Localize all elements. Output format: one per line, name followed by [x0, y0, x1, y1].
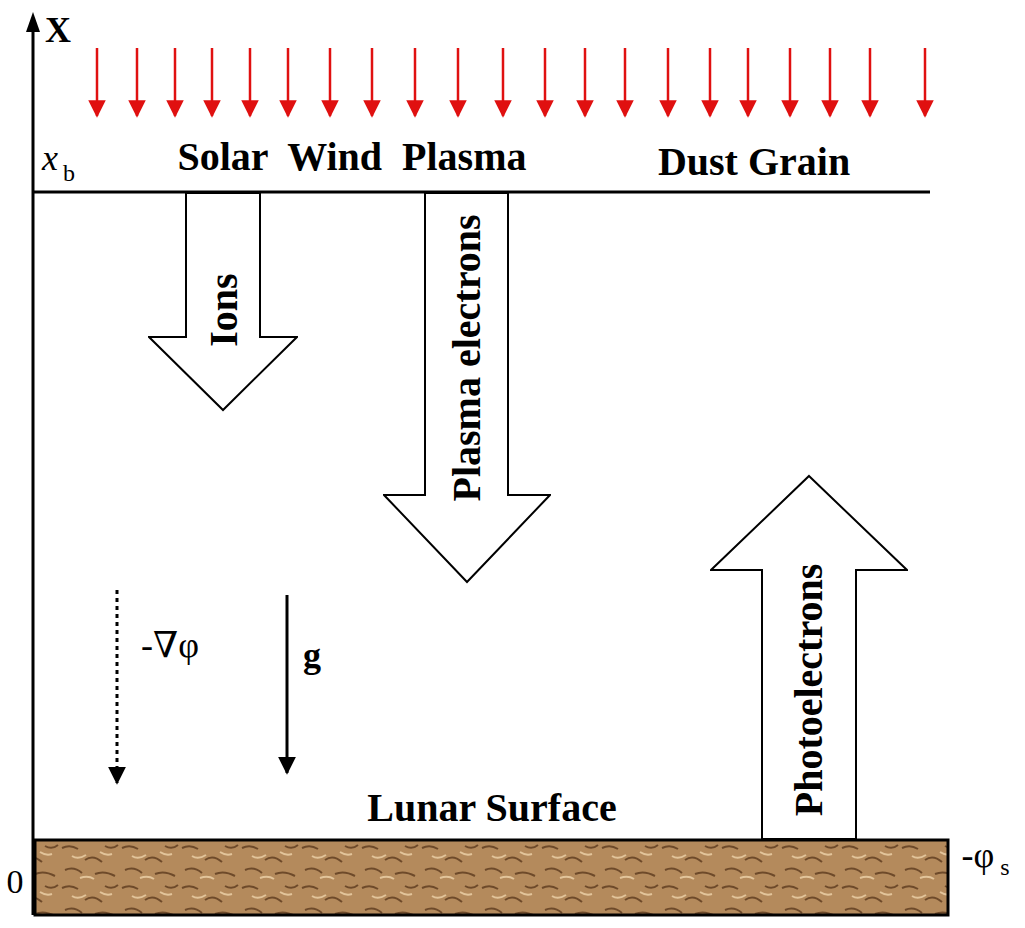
solar-wind-arrows	[97, 48, 925, 116]
arrow-shape	[384, 193, 550, 582]
subscript: b	[63, 161, 75, 185]
flux-label: Plasma electrons	[447, 215, 487, 502]
arrow-shape	[149, 193, 297, 410]
boundary-symbol: x	[42, 140, 58, 176]
axis-label: X	[45, 12, 71, 48]
surface-label: Lunar Surface	[367, 788, 616, 828]
subscript: s	[1000, 855, 1009, 879]
arrow-shape	[711, 476, 907, 839]
flux-label: Photoelectrons	[789, 564, 829, 817]
axis-head	[26, 12, 40, 32]
surface-potential: -φ	[962, 837, 995, 873]
axis-origin: 0	[7, 865, 24, 899]
electron-flux-arrow: Plasma electrons	[383, 192, 551, 584]
region-label: Dust Grain	[658, 142, 850, 182]
flux-label: Ions	[203, 273, 243, 346]
field-arrow	[116, 590, 119, 783]
ion-flux-arrow: Ions	[148, 192, 298, 412]
photoelectron-flux-arrow: Photoelectrons	[710, 474, 908, 840]
region-label: Solar Wind Plasma	[178, 137, 527, 177]
gravity-label: g	[303, 637, 321, 673]
field-label: -∇φ	[141, 627, 199, 663]
gravity-arrow	[286, 595, 289, 773]
lunar-ground	[35, 840, 948, 915]
x-axis	[32, 22, 35, 915]
